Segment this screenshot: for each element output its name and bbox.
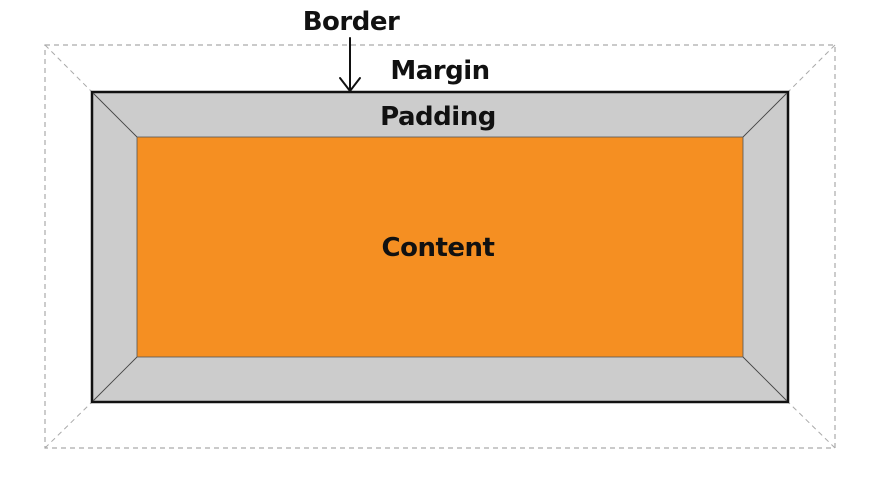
- padding-corner-lines: [92, 92, 788, 402]
- content-label: Content: [382, 233, 495, 263]
- margin-box: [44, 44, 836, 449]
- border-arrow: [339, 37, 361, 93]
- border-label: Border: [303, 7, 400, 37]
- padding-label: Padding: [380, 102, 496, 132]
- content-box: [136, 136, 744, 358]
- margin-corner-lines: [44, 44, 836, 449]
- margin-label: Margin: [390, 56, 489, 86]
